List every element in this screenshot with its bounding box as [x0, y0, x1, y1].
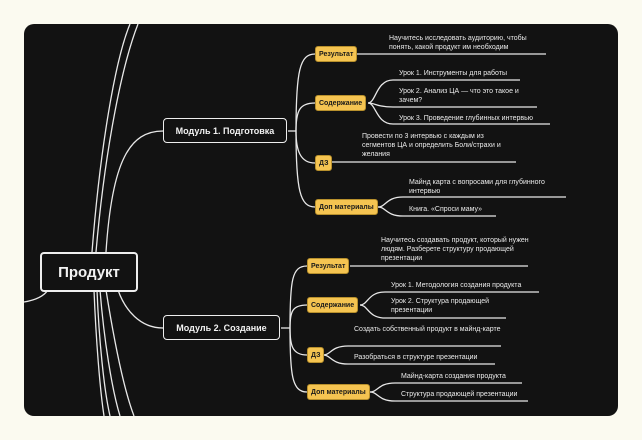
module-2-result-text[interactable]: Научитесь создавать продукт, который нуж… [381, 237, 529, 262]
module-1-result-text[interactable]: Научитесь исследовать аудиторию, чтобы п… [389, 35, 527, 51]
module-1-result-tag[interactable]: Результат [315, 46, 358, 62]
module-2-extra-2[interactable]: Структура продающей презентации [401, 391, 518, 398]
module-2-extra-1[interactable]: Майнд-карта создания продукта [401, 373, 506, 380]
module-2-homework-1[interactable]: Создать собственный продукт в майнд-карт… [354, 326, 501, 333]
module-2-homework-2[interactable]: Разобраться в структуре презентации [354, 354, 478, 361]
module-2-homework-tag[interactable]: ДЗ [307, 347, 325, 363]
module-1-lesson-3[interactable]: Урок 3. Проведение глубинных интервью [399, 115, 533, 122]
mindmap-canvas[interactable]: Продукт Модуль 1. Подготовка Результат С… [24, 24, 618, 416]
module-2-content-tag[interactable]: Содержание [307, 297, 359, 313]
module-1-homework-1[interactable]: Провести по 3 интервью с каждым из сегме… [362, 133, 501, 158]
module-1-extra-1[interactable]: Майнд карта с вопросами для глубинного и… [409, 179, 545, 195]
module-2-extras-tag[interactable]: Доп материалы [307, 384, 370, 400]
module-1-extra-2[interactable]: Книга. «Спроси маму» [409, 206, 482, 213]
module-1-lesson-1[interactable]: Урок 1. Инструменты для работы [399, 70, 507, 77]
connector-lines [24, 24, 566, 416]
module-2-result-tag[interactable]: Результат [307, 258, 350, 274]
module-1-content-tag[interactable]: Содержание [315, 95, 367, 111]
module-2-lesson-1[interactable]: Урок 1. Методология создания продукта [391, 282, 522, 289]
module-2-node[interactable]: Модуль 2. Создание [163, 315, 280, 340]
root-node[interactable]: Продукт [40, 252, 138, 292]
module-1-extras-tag[interactable]: Доп материалы [315, 199, 378, 215]
module-1-node[interactable]: Модуль 1. Подготовка [163, 118, 287, 143]
module-1-homework-tag[interactable]: ДЗ [315, 155, 333, 171]
module-1-lesson-2[interactable]: Урок 2. Анализ ЦА — что это такое и заче… [399, 88, 519, 104]
module-2-lesson-2[interactable]: Урок 2. Структура продающей презентации [391, 298, 489, 314]
